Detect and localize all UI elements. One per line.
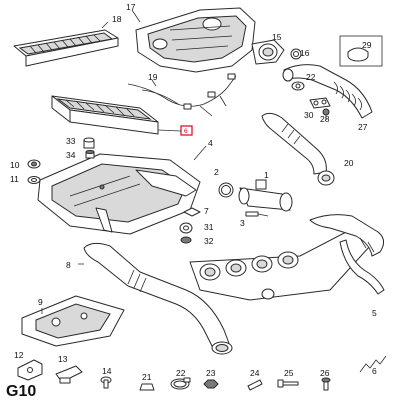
washer-11 xyxy=(27,176,41,184)
bolt-25 xyxy=(277,379,299,388)
gasket-plate-28 xyxy=(309,97,331,109)
callout-13: 13 xyxy=(58,354,68,364)
callout-4: 4 xyxy=(208,138,213,148)
figure-caption: G10 xyxy=(6,383,36,400)
callout-24: 24 xyxy=(250,368,260,378)
engine-cover-17 xyxy=(131,7,256,73)
callout-29: 29 xyxy=(362,40,372,50)
callout-25: 25 xyxy=(284,368,294,378)
bracket-9 xyxy=(21,295,125,347)
seal-7 xyxy=(183,207,201,217)
grommet-10 xyxy=(27,159,41,169)
bolt-28 xyxy=(322,108,330,120)
air-filter-element-18 xyxy=(13,21,119,67)
callout-2: 2 xyxy=(214,167,219,177)
callout-5: 5 xyxy=(372,308,377,318)
callout-21: 21 xyxy=(142,372,152,382)
callout-17: 17 xyxy=(126,2,136,12)
callout-27: 27 xyxy=(358,122,368,132)
callout-23: 23 xyxy=(206,368,216,378)
air-filter-element-6 xyxy=(51,95,159,135)
callout-22-bottom: 22 xyxy=(176,368,186,378)
grommet-31 xyxy=(179,222,193,234)
callout-15: 15 xyxy=(272,32,282,42)
stud-26 xyxy=(321,377,331,391)
highlight-callout-6: 6 xyxy=(157,125,193,136)
wiring-harness-19 xyxy=(127,73,237,117)
callout-34: 34 xyxy=(66,150,76,160)
clamp-detail-29 xyxy=(339,35,383,67)
callout-33: 33 xyxy=(66,136,76,146)
gasket-ring-16 xyxy=(290,48,302,60)
air-cleaner-housing-4 xyxy=(37,145,207,235)
callout-26: 26 xyxy=(320,368,330,378)
bush-33 xyxy=(83,137,95,149)
callout-32: 32 xyxy=(204,236,214,246)
callout-16: 16 xyxy=(300,48,310,58)
callout-9: 9 xyxy=(38,297,43,307)
callout-19: 19 xyxy=(148,72,158,82)
callout-12: 12 xyxy=(14,350,24,360)
callout-18: 18 xyxy=(112,14,122,24)
callouts: 18 17 15 16 29 19 22 30 28 27 20 4 33 34… xyxy=(10,2,377,382)
callout-22: 22 xyxy=(306,72,316,82)
callout-6-bottom: 6 xyxy=(372,366,377,376)
resonator-duct-8 xyxy=(78,242,233,355)
intake-hose-20 xyxy=(261,112,335,186)
callout-7: 7 xyxy=(204,206,209,216)
callout-14: 14 xyxy=(102,366,112,376)
callout-11: 11 xyxy=(10,174,19,184)
callout-1: 1 xyxy=(264,170,269,180)
washer-32 xyxy=(180,236,192,244)
o-ring-2 xyxy=(218,182,234,198)
callout-31: 31 xyxy=(204,222,214,232)
bracket-12 xyxy=(17,359,43,381)
callout-6: 6 xyxy=(184,128,188,135)
nut-23 xyxy=(203,379,219,389)
callout-10: 10 xyxy=(10,160,20,170)
callout-8: 8 xyxy=(66,260,71,270)
hose-clamp-22 xyxy=(170,377,191,390)
callout-3: 3 xyxy=(240,218,245,228)
spring-6 xyxy=(359,355,387,373)
bolt-14 xyxy=(100,376,112,389)
intake-duct-27 xyxy=(282,64,373,119)
vent-hose-5 xyxy=(339,239,385,295)
intake-manifold xyxy=(189,214,384,301)
sleeve-34 xyxy=(85,150,95,159)
throttle-body-15 xyxy=(251,39,285,65)
screw-3 xyxy=(245,211,269,217)
clip-22 xyxy=(291,81,305,91)
bracket-13 xyxy=(55,365,83,384)
air-flow-sensor-1 xyxy=(238,179,293,212)
callout-28: 28 xyxy=(320,114,330,124)
clip-21 xyxy=(139,383,155,391)
screw-24 xyxy=(247,379,263,391)
callout-20: 20 xyxy=(344,158,354,168)
callout-30: 30 xyxy=(304,110,314,120)
